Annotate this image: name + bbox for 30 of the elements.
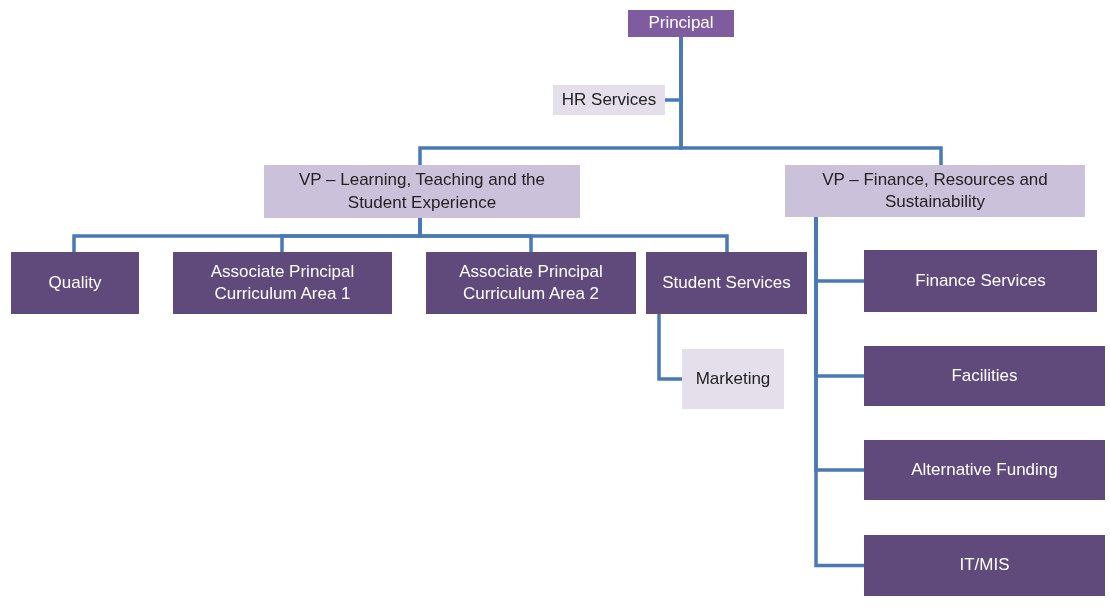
- org-box: [864, 346, 1105, 406]
- org-box: [628, 10, 734, 37]
- org-box: [864, 535, 1105, 596]
- role-title: Finance Services: [915, 269, 1046, 292]
- role-title: Quality: [48, 271, 102, 294]
- org-box: [646, 252, 807, 314]
- role-title: Associate Principal Curriculum Area 2: [458, 260, 604, 305]
- org-box: [553, 85, 665, 115]
- connector-line: [418, 218, 729, 252]
- role-title: Marketing: [695, 367, 771, 390]
- org-box: [264, 165, 580, 218]
- org-box: [864, 250, 1097, 312]
- connector-line: [657, 314, 682, 381]
- role-title: Facilities: [951, 364, 1018, 387]
- role-title: Alternative Funding: [911, 458, 1058, 481]
- role-title: HR Services: [561, 88, 657, 111]
- role-title: VP – Learning, Teaching and the Student Experience: [297, 169, 547, 214]
- role-title: Associate Principal Curriculum Area 1: [209, 260, 356, 305]
- connector-line: [679, 37, 943, 165]
- org-box: [173, 252, 392, 314]
- org-box: [11, 252, 139, 314]
- org-box: [682, 349, 784, 409]
- role-title: IT/MIS: [959, 554, 1010, 577]
- role-title: Student Services: [662, 271, 791, 294]
- org-box: [785, 165, 1085, 217]
- org-box: [864, 440, 1105, 500]
- role-title: Principal: [648, 12, 714, 35]
- connector-line: [814, 217, 864, 568]
- org-box: [426, 252, 636, 314]
- role-title: VP – Finance, Resources and Sustainability: [821, 168, 1049, 213]
